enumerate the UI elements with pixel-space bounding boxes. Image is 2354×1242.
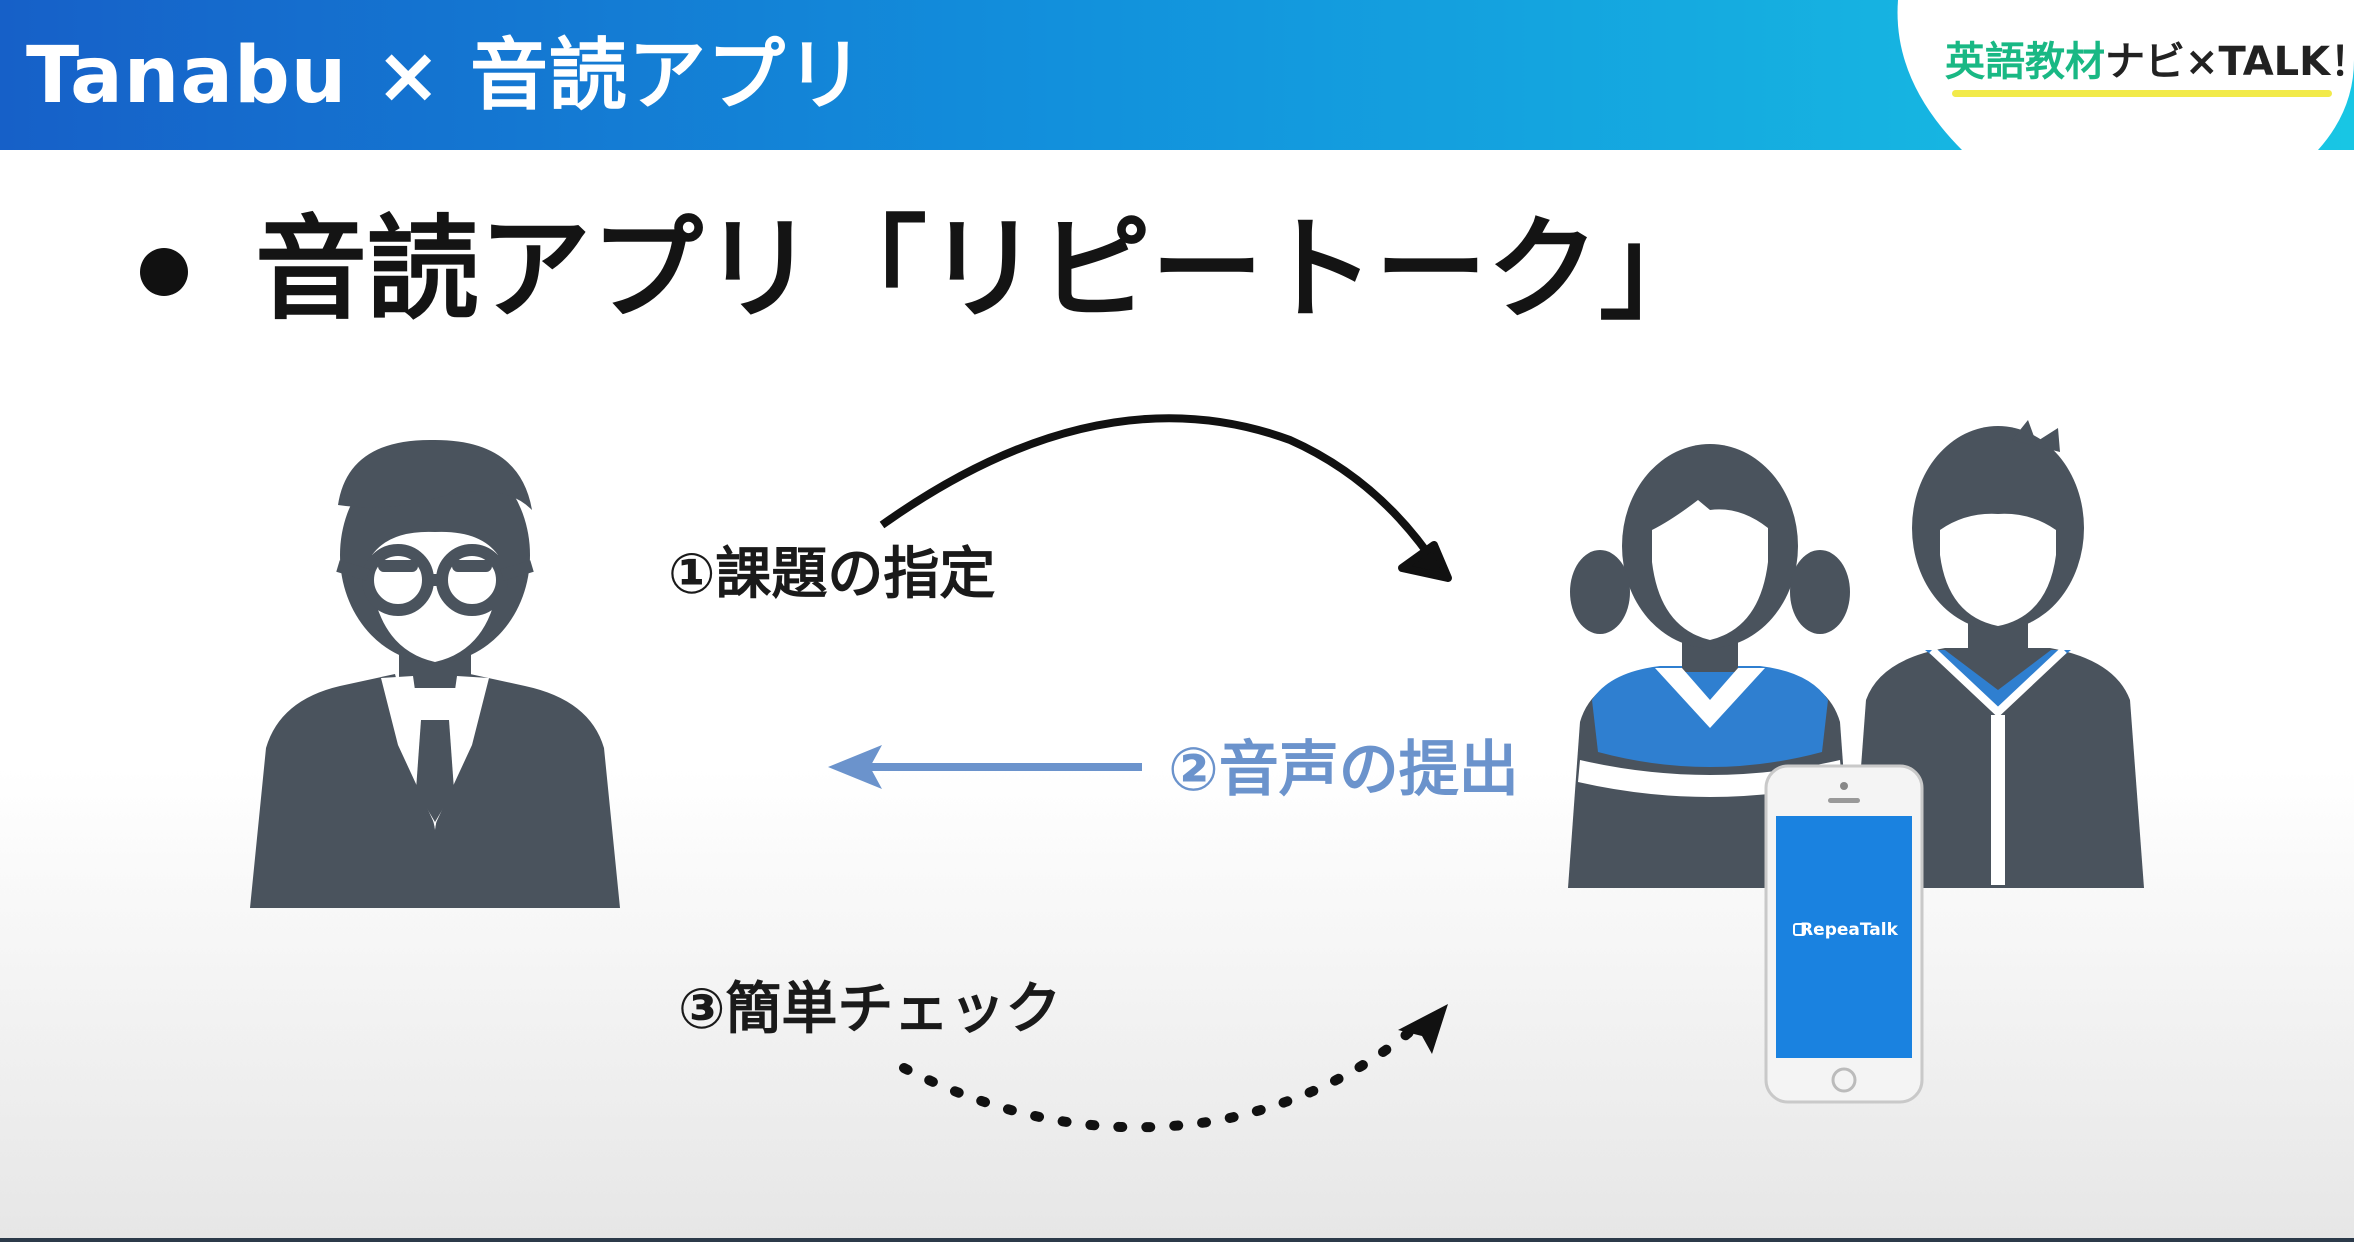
check-arrowhead [1398,1004,1448,1054]
phone-app-name: RepeaTalk [1800,920,1898,940]
bottom-divider [0,1238,2354,1242]
step-submit-label: ②音声の提出 [1168,735,1519,805]
brand-logo-underline [1952,90,2332,97]
page-title: Tanabu × 音読アプリ [26,31,865,121]
brand-logo: 英語教材ナビ×TALK！ [1945,34,2354,90]
teacher-icon [250,439,620,908]
smartphone-icon [1764,764,1924,1104]
step-assign-label: ①課題の指定 [668,542,996,607]
bullet-dot [140,248,188,296]
assign-arrow [879,414,1442,571]
submit-arrowhead [828,745,882,789]
assign-arrowhead [1398,541,1452,582]
brand-logo-accent: 英語教材 [1945,39,2105,85]
step-check-label: ③簡単チェック [678,977,1062,1042]
student-boy [1852,420,2144,888]
slide-heading: 音読アプリ「リピートーク」 [255,205,1711,335]
check-arrow [899,1025,1417,1133]
brand-logo-rest: ナビ×TALK！ [2105,39,2354,85]
